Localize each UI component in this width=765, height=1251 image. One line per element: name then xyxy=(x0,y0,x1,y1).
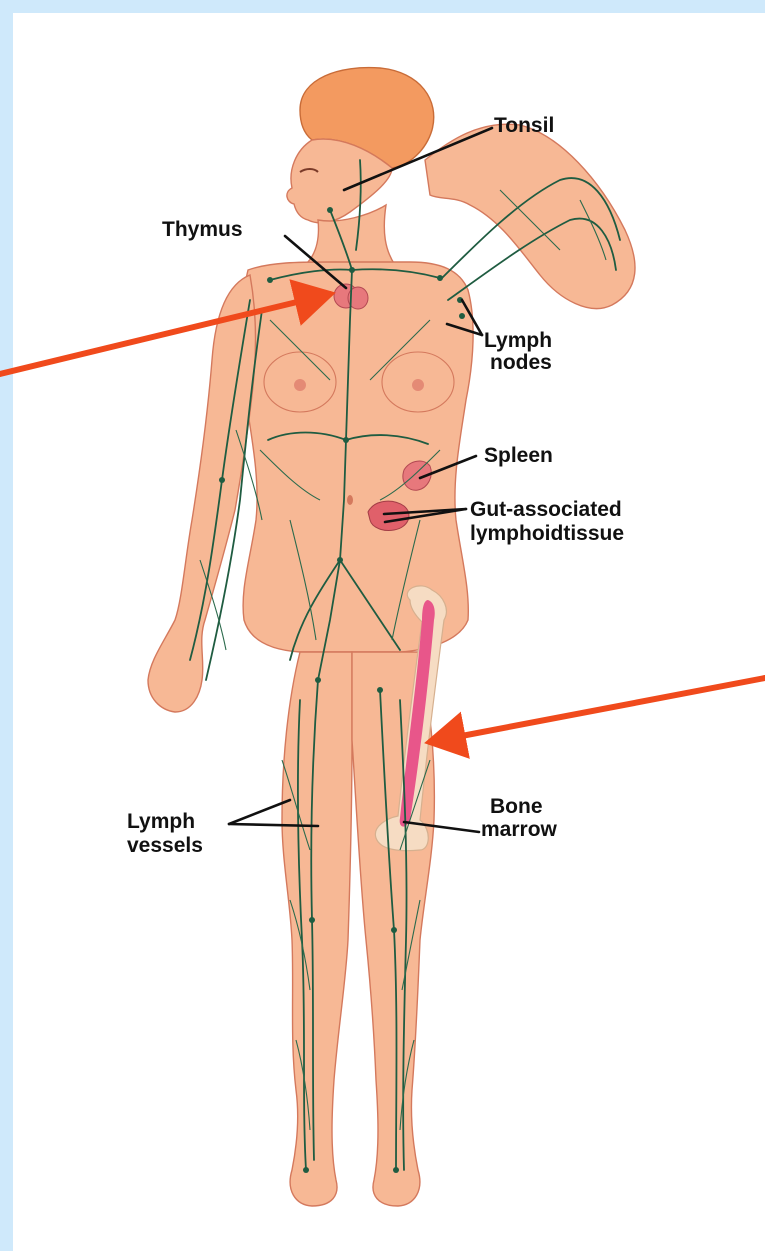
lymph-nodes-label-line2: nodes xyxy=(490,351,552,374)
lymph-vessels-leader-1 xyxy=(229,800,290,824)
bone-marrow-pointer-arrow xyxy=(430,678,765,742)
left-leg xyxy=(282,652,352,1206)
right-nipple xyxy=(412,379,424,391)
galt-label-line1: Gut-associated xyxy=(470,498,622,521)
thymus-label: Thymus xyxy=(162,218,243,241)
bone-marrow-label-line1: Bone xyxy=(490,795,543,818)
spleen-label: Spleen xyxy=(484,444,553,467)
hanging-arm xyxy=(148,275,256,712)
left-nipple xyxy=(294,379,306,391)
gut-associated-lymphoid-tissue xyxy=(368,501,409,530)
bone-marrow-label-line2: marrow xyxy=(481,818,558,841)
lymph-vessels-label-line1: Lymph xyxy=(127,810,195,833)
tonsil-label: Tonsil xyxy=(494,114,554,137)
galt-label-line2: lymphoidtissue xyxy=(470,522,624,545)
lymph-nodes-label-line1: Lymph xyxy=(484,329,552,352)
navel xyxy=(347,495,353,505)
lymph-vessels-label-line2: vessels xyxy=(127,834,203,857)
